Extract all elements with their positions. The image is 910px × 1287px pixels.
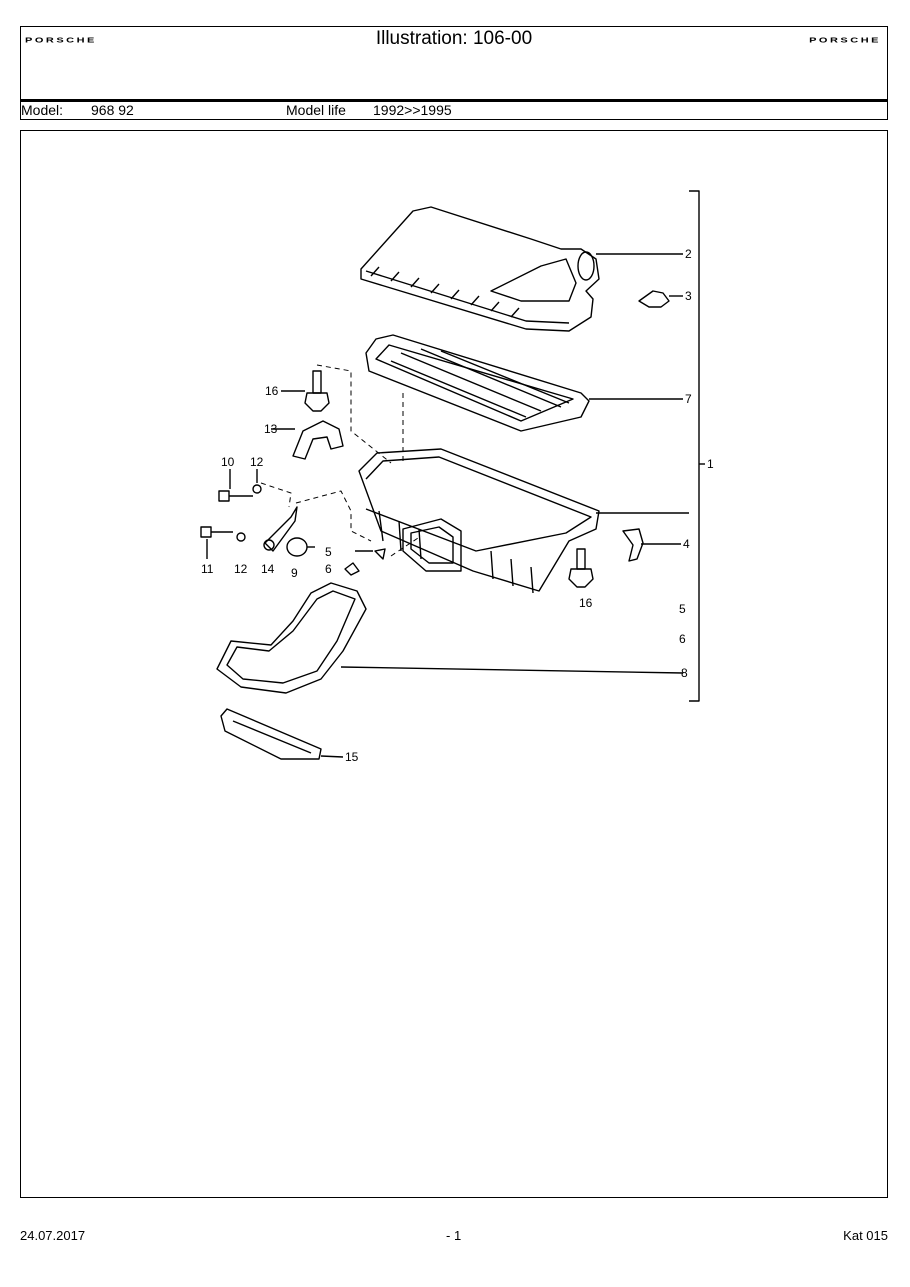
callout-4: 4 bbox=[683, 537, 690, 551]
callout-11: 11 bbox=[201, 562, 214, 576]
model-bar: Model: 968 92 Model life 1992>>1995 bbox=[21, 99, 887, 119]
clip-drawing bbox=[638, 290, 670, 308]
intake-duct-drawing bbox=[216, 582, 367, 694]
callout-16-lower: 16 bbox=[579, 596, 593, 610]
callout-5-group: 5 bbox=[679, 602, 686, 616]
callout-3: 3 bbox=[685, 289, 692, 303]
callout-5: 5 bbox=[325, 545, 332, 559]
leader-8 bbox=[340, 666, 684, 674]
porsche-logo-right: PORSCHE bbox=[809, 36, 881, 45]
header-box: PORSCHE Illustration: 106-00 PORSCHE Mod… bbox=[20, 26, 888, 120]
footer-page-number: - 1 bbox=[446, 1228, 462, 1243]
illustration-title: Illustration: 106-00 bbox=[375, 28, 533, 49]
leader-15 bbox=[320, 755, 344, 758]
callout-1: 1 bbox=[707, 457, 714, 471]
callout-8: 8 bbox=[681, 666, 688, 680]
callout-7: 7 bbox=[685, 392, 692, 406]
footer-date: 24.07.2017 bbox=[20, 1228, 86, 1243]
bracket-drawing bbox=[292, 420, 344, 460]
bolt-11-drawing bbox=[200, 526, 233, 538]
air-cleaner-cover-drawing bbox=[360, 206, 600, 332]
buffer-drawing bbox=[286, 537, 315, 557]
bracket-15-drawing bbox=[220, 708, 322, 760]
rubber-mount-upper-drawing bbox=[304, 370, 330, 412]
group-bracket bbox=[689, 190, 700, 702]
washer-12-upper-drawing bbox=[252, 484, 262, 494]
model-life-label: Model life bbox=[286, 102, 346, 118]
callout-12-upper: 12 bbox=[250, 455, 264, 469]
callout-16-upper: 16 bbox=[265, 384, 279, 398]
callout-2: 2 bbox=[685, 247, 692, 261]
callout-10: 10 bbox=[221, 455, 235, 469]
bracket-plate-drawing bbox=[264, 506, 298, 552]
rubber-mount-lower-drawing bbox=[568, 548, 594, 588]
callout-14: 14 bbox=[261, 562, 275, 576]
filter-element-drawing bbox=[365, 334, 590, 432]
filter-housing-drawing bbox=[358, 448, 600, 594]
screw-5-drawing bbox=[374, 548, 386, 560]
porsche-logo-left: PORSCHE bbox=[25, 36, 97, 45]
callout-labels: 1 2 3 4 5 6 7 8 9 10 11 12 12 13 14 15 1… bbox=[201, 247, 714, 764]
callout-12-lower: 12 bbox=[234, 562, 248, 576]
callout-6: 6 bbox=[325, 562, 332, 576]
parts-diagram: 1 2 3 4 5 6 7 8 9 10 11 12 12 13 14 15 1… bbox=[200, 190, 714, 764]
model-life-value: 1992>>1995 bbox=[373, 102, 452, 118]
callout-6-group: 6 bbox=[679, 632, 686, 646]
model-label: Model: bbox=[21, 102, 64, 118]
callout-15: 15 bbox=[345, 750, 359, 764]
nut-6-drawing bbox=[344, 562, 360, 576]
washer-12-lower-drawing bbox=[236, 532, 246, 542]
model-value: 968 92 bbox=[91, 102, 134, 118]
illustration-frame: 1 2 3 4 5 6 7 8 9 10 11 12 12 13 14 15 1… bbox=[20, 130, 888, 1198]
callout-13: 13 bbox=[264, 422, 278, 436]
bolt-10-drawing bbox=[218, 490, 253, 502]
clamp-drawing bbox=[622, 528, 644, 562]
assembly-guide-lines bbox=[260, 364, 422, 557]
footer-catalog: Kat 015 bbox=[843, 1228, 888, 1243]
callout-9: 9 bbox=[291, 566, 298, 580]
